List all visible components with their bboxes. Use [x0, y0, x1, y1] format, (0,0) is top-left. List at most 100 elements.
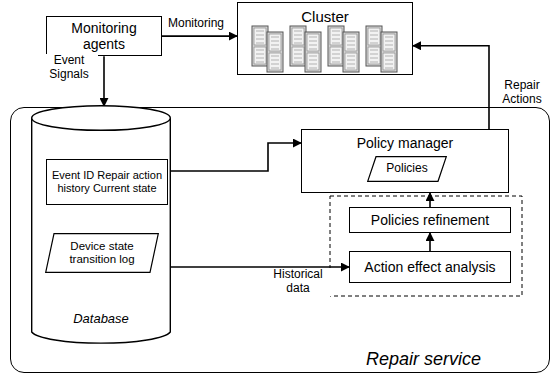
server-tower — [290, 26, 306, 66]
arrow-connector — [429, 233, 431, 251]
node-text: Database — [31, 312, 171, 327]
server-part — [332, 31, 340, 32]
arrow-connector — [429, 193, 431, 207]
service-region: Repair service Database Event ID Repair ac… — [10, 107, 550, 373]
server-part — [271, 41, 279, 42]
server-part — [332, 62, 340, 63]
server-part — [366, 26, 382, 66]
arrow-connector — [168, 143, 301, 171]
server-part — [271, 60, 279, 61]
server-part — [385, 49, 393, 50]
parallelogram-path — [46, 234, 159, 273]
node-text: Policies — [377, 162, 436, 176]
server-part — [345, 53, 357, 70]
server-part — [271, 64, 279, 65]
edge-label: Historical data — [262, 268, 334, 296]
server-part — [309, 56, 317, 57]
agent-box: Monitoring agents — [46, 16, 162, 56]
server-part — [368, 47, 380, 64]
server-tower — [305, 32, 321, 72]
cylinder-body — [32, 118, 171, 343]
policies-parallelogram: Policies — [367, 156, 447, 182]
process-box: Action effect analysis — [349, 251, 511, 283]
server-part — [294, 58, 302, 59]
server-part — [256, 31, 264, 32]
node-text: Event ID Repair action history Current s… — [47, 169, 167, 194]
server-part — [347, 41, 355, 42]
server-part — [271, 37, 279, 38]
server-part — [343, 32, 359, 72]
cylinder-outline — [31, 105, 171, 345]
node-text: Monitoring agents — [47, 20, 161, 52]
server-part — [294, 39, 302, 40]
server-part — [330, 28, 342, 45]
server-part — [271, 56, 279, 57]
server-part — [305, 32, 321, 72]
node-text: Cluster — [238, 3, 412, 25]
server-part — [252, 26, 268, 66]
server-part — [347, 60, 355, 61]
server-part — [256, 54, 264, 55]
server-part — [271, 49, 279, 50]
server-part — [256, 50, 264, 51]
server-part — [347, 49, 355, 50]
server-part — [256, 43, 264, 44]
server-part — [385, 41, 393, 42]
edge-label: Monitoring — [158, 17, 234, 31]
server-part — [370, 35, 378, 36]
server-part — [385, 60, 393, 61]
edge-label: Repair Actions — [492, 79, 552, 107]
server-part — [370, 62, 378, 63]
server-tower — [381, 32, 397, 72]
server-part — [309, 64, 317, 65]
node-text: Repair service — [366, 349, 481, 370]
cluster-box: Cluster — [237, 2, 413, 75]
server-part — [370, 39, 378, 40]
server-part — [347, 68, 355, 69]
server-part — [332, 54, 340, 55]
server-part — [370, 31, 378, 32]
server-part — [370, 58, 378, 59]
server-part — [332, 58, 340, 59]
server-part — [347, 64, 355, 65]
server-part — [332, 43, 340, 44]
server-part — [330, 47, 342, 64]
server-part — [294, 62, 302, 63]
server-part — [292, 28, 304, 45]
server-part — [271, 45, 279, 46]
server-part — [347, 37, 355, 38]
node-text: Policy manager — [302, 130, 508, 151]
server-part — [368, 28, 380, 45]
parallelogram-path — [368, 157, 447, 182]
log-parallelogram: Device state transition log — [45, 233, 159, 273]
server-tower — [328, 26, 344, 66]
server-part — [332, 50, 340, 51]
server-part — [370, 54, 378, 55]
server-part — [345, 34, 357, 51]
server-tower — [366, 26, 382, 66]
server-part — [385, 56, 393, 57]
server-part — [256, 58, 264, 59]
server-part — [294, 50, 302, 51]
server-part — [267, 32, 283, 72]
server-part — [269, 53, 281, 70]
server-tower — [267, 32, 283, 72]
server-part — [307, 53, 319, 70]
cylinder-top — [32, 106, 171, 131]
server-part — [381, 32, 397, 72]
server-rack-illustration — [252, 26, 397, 72]
server-part — [347, 56, 355, 57]
server-part — [290, 26, 306, 66]
server-part — [309, 45, 317, 46]
server-part — [385, 68, 393, 69]
server-part — [294, 31, 302, 32]
arrow-connector — [103, 56, 105, 106]
arrow-connector — [162, 35, 237, 37]
server-tower — [343, 32, 359, 72]
database-cylinder: Database Event ID Repair action history C… — [31, 105, 171, 345]
server-part — [370, 50, 378, 51]
server-part — [269, 34, 281, 51]
server-part — [309, 60, 317, 61]
server-part — [383, 53, 395, 70]
server-part — [256, 39, 264, 40]
